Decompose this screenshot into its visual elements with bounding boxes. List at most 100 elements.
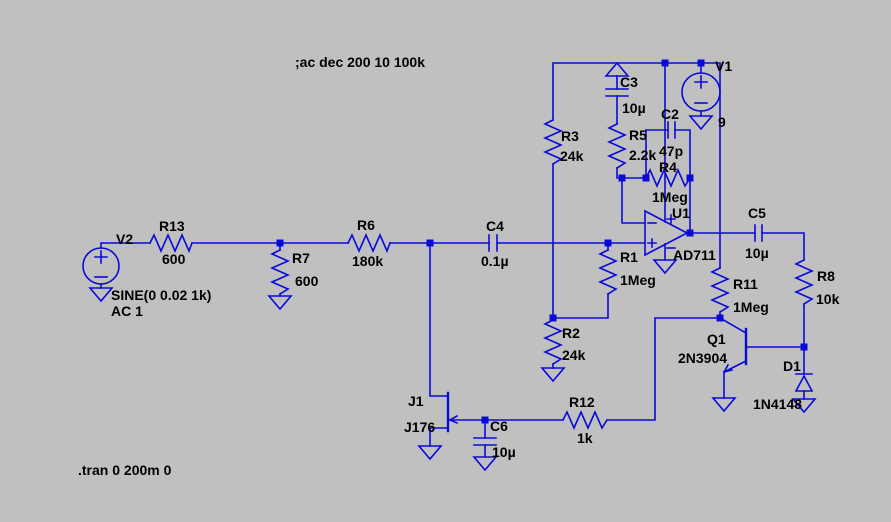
- junction-dot: [716, 314, 724, 322]
- resistor-r4[interactable]: [644, 168, 692, 188]
- r2-zigzag[interactable]: [543, 318, 563, 366]
- resistor-r5[interactable]: [607, 122, 627, 170]
- r11-value[interactable]: 1Meg: [733, 299, 769, 315]
- capacitor-c3[interactable]: [604, 61, 630, 97]
- ground-icon[interactable]: [688, 115, 714, 131]
- v2-value[interactable]: SINE(0 0.02 1k): [111, 287, 211, 303]
- junction-dot-layer: [276, 59, 808, 424]
- resistor-r13[interactable]: [148, 233, 194, 254]
- ground-icon[interactable]: [791, 398, 817, 414]
- q1-name[interactable]: Q1: [707, 331, 726, 347]
- ground-icon[interactable]: [88, 287, 114, 303]
- capacitor-c4[interactable]: [488, 234, 498, 252]
- r11-name[interactable]: R11: [733, 276, 758, 292]
- r7-zigzag[interactable]: [270, 248, 290, 296]
- ground-icon[interactable]: [540, 367, 566, 383]
- r7-name[interactable]: R7: [292, 250, 310, 266]
- r1-name[interactable]: R1: [620, 249, 638, 265]
- r5-name[interactable]: R5: [629, 127, 647, 143]
- r5-value[interactable]: 2.2k: [629, 147, 656, 163]
- j1-name[interactable]: J1: [408, 393, 424, 409]
- jfet-j1[interactable]: [417, 391, 459, 461]
- resistor-r6[interactable]: [346, 233, 392, 254]
- r2-name[interactable]: R2: [562, 325, 580, 341]
- j1-value[interactable]: J176: [404, 419, 435, 435]
- j1-gate-arrow-icon: [448, 414, 459, 425]
- c3-name[interactable]: C3: [620, 74, 638, 90]
- q1-emitter-arrow-icon: [722, 363, 733, 374]
- c2-name[interactable]: C2: [661, 106, 679, 122]
- c6-name[interactable]: C6: [490, 418, 508, 434]
- directive-ac[interactable]: ;ac dec 200 10 100k: [295, 54, 425, 70]
- c5-value[interactable]: 10µ: [745, 245, 769, 261]
- ground-icon[interactable]: [267, 295, 293, 311]
- capacitor-c5[interactable]: [754, 224, 763, 242]
- directive-tran[interactable]: .tran 0 200m 0: [78, 462, 172, 478]
- resistor-r8[interactable]: [794, 258, 814, 306]
- diode-d1[interactable]: [791, 373, 817, 414]
- bjt-q1[interactable]: [711, 316, 748, 413]
- q1-value[interactable]: 2N3904: [678, 350, 727, 366]
- r2-value[interactable]: 24k: [562, 347, 586, 363]
- junction-dot: [549, 314, 557, 322]
- c3-plates[interactable]: [605, 88, 629, 97]
- v1-body[interactable]: [681, 72, 721, 112]
- r12-name[interactable]: R12: [569, 394, 595, 410]
- v1-value[interactable]: 9: [718, 114, 726, 130]
- resistor-r12[interactable]: [561, 410, 609, 430]
- r13-name[interactable]: R13: [159, 218, 185, 234]
- r12-value[interactable]: 1k: [577, 430, 593, 446]
- voltage-source-v2[interactable]: [82, 247, 120, 303]
- ground-icon[interactable]: [417, 445, 443, 461]
- q1-collector[interactable]: [718, 316, 748, 335]
- c5-name[interactable]: C5: [748, 205, 766, 221]
- d1-value[interactable]: 1N4148: [753, 396, 802, 412]
- c4-name[interactable]: C4: [486, 218, 504, 234]
- c3-value[interactable]: 10µ: [622, 100, 646, 116]
- q1-emitter[interactable]: [722, 359, 748, 374]
- r4-name[interactable]: R4: [659, 159, 677, 175]
- r7-value[interactable]: 600: [295, 273, 319, 289]
- d1-name[interactable]: D1: [783, 358, 801, 374]
- c4-value[interactable]: 0.1µ: [481, 253, 509, 269]
- v2-name[interactable]: V2: [116, 231, 133, 247]
- u1-value[interactable]: AD711: [673, 247, 716, 263]
- u1-name[interactable]: U1: [672, 205, 690, 221]
- r6-name[interactable]: R6: [357, 217, 375, 233]
- v2-value2[interactable]: AC 1: [111, 303, 143, 319]
- v1-name[interactable]: V1: [715, 58, 732, 74]
- capacitor-c2[interactable]: [667, 121, 676, 139]
- resistor-r2[interactable]: [540, 318, 566, 383]
- opamp-u1[interactable]: [644, 209, 689, 275]
- u1-triangle[interactable]: [644, 209, 689, 257]
- voltage-source-v1[interactable]: [681, 72, 721, 131]
- resistor-r7[interactable]: [267, 248, 293, 311]
- resistor-r3[interactable]: [543, 118, 563, 166]
- junction-dot: [481, 416, 489, 424]
- capacitor-c6[interactable]: [472, 437, 498, 472]
- junction-dot: [697, 59, 705, 67]
- junction-dot: [426, 239, 434, 247]
- ground-icon[interactable]: [711, 397, 737, 413]
- r8-name[interactable]: R8: [817, 268, 835, 284]
- ground-icon[interactable]: [652, 259, 678, 275]
- c6-plates[interactable]: [473, 437, 497, 446]
- r4-value[interactable]: 1Meg: [652, 189, 688, 205]
- d1-triangle[interactable]: [794, 374, 814, 392]
- r13-value[interactable]: 600: [162, 251, 186, 267]
- v1-plus-icon: [694, 75, 708, 89]
- c2-value[interactable]: 47p: [659, 143, 683, 159]
- resistor-r11[interactable]: [710, 266, 730, 314]
- junction-dot: [276, 239, 284, 247]
- r3-value[interactable]: 24k: [560, 148, 584, 164]
- ground-icon[interactable]: [472, 456, 498, 472]
- resistor-r1[interactable]: [598, 248, 618, 296]
- component-layer[interactable]: [82, 61, 817, 472]
- label-layer[interactable]: ;ac dec 200 10 100k .tran 0 200m 0 V2 SI…: [78, 54, 840, 478]
- r1-value[interactable]: 1Meg: [620, 272, 656, 288]
- r6-value[interactable]: 180k: [352, 253, 383, 269]
- c6-value[interactable]: 10µ: [492, 444, 516, 460]
- r3-name[interactable]: R3: [561, 128, 579, 144]
- r8-value[interactable]: 10k: [816, 291, 840, 307]
